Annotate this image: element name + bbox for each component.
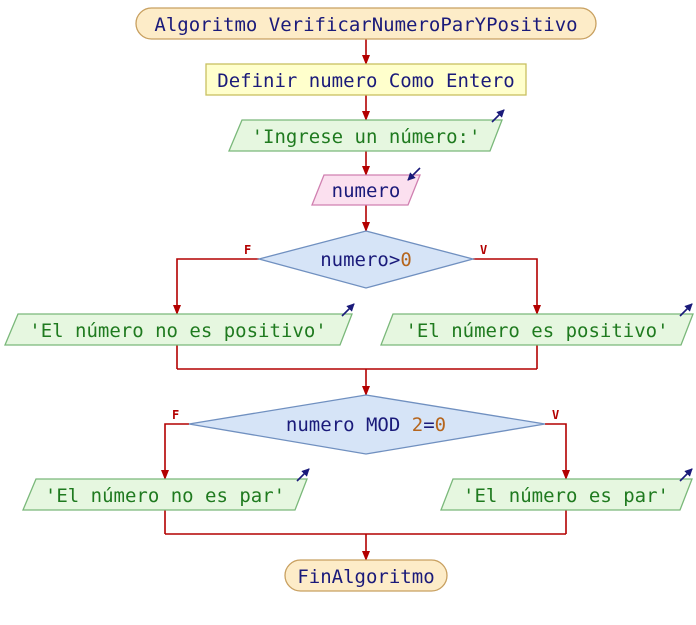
read-input-label: numero [332,180,401,202]
output-positive[interactable]: 'El número es positivo' [380,303,694,346]
flow-arrow-cond1-false [173,258,259,315]
output-positive-label: 'El número es positivo' [405,320,668,342]
decision-positive[interactable]: numero>0 F V [244,230,487,289]
flow-lines [161,39,570,561]
end-terminal[interactable]: FinAlgoritmo [284,559,448,592]
start-terminal[interactable]: Algoritmo VerificarNumeroParYPositivo [135,7,597,40]
output-arrow-icon [296,468,310,482]
read-input[interactable]: numero [311,167,421,206]
output-arrow-icon [679,468,693,482]
decision-even[interactable]: numero MOD 2=0 F V [172,394,559,455]
output-not-positive[interactable]: 'El número no es positivo' [4,303,355,346]
prompt-output[interactable]: 'Ingrese un número:' [228,109,505,152]
output-arrow-icon [679,303,693,317]
branch-true-label: V [552,408,559,422]
end-terminal-label: FinAlgoritmo [297,566,434,588]
prompt-output-label: 'Ingrese un número:' [252,126,481,148]
decision-even-label: numero MOD 2=0 [286,414,446,436]
output-not-even-label: 'El número no es par' [45,485,285,507]
output-even-label: 'El número es par' [463,485,669,507]
branch-true-label: V [480,243,487,257]
decision-positive-label: numero>0 [320,249,412,271]
branch-false-label: F [244,243,251,257]
output-even[interactable]: 'El número es par' [440,468,693,511]
flow-arrow-cond1-true [473,258,541,315]
input-arrow-icon [407,167,421,181]
start-terminal-label: Algoritmo VerificarNumeroParYPositivo [154,14,577,36]
output-arrow-icon [491,109,505,123]
output-not-even[interactable]: 'El número no es par' [22,468,310,511]
flow-arrow-cond2-false [161,423,189,480]
output-arrow-icon [341,303,355,317]
define-process-label: Definir numero Como Entero [217,70,514,92]
flow-arrow-cond2-true [545,423,570,480]
branch-false-label: F [172,408,179,422]
output-not-positive-label: 'El número no es positivo' [29,320,326,342]
define-process[interactable]: Definir numero Como Entero [205,63,527,96]
